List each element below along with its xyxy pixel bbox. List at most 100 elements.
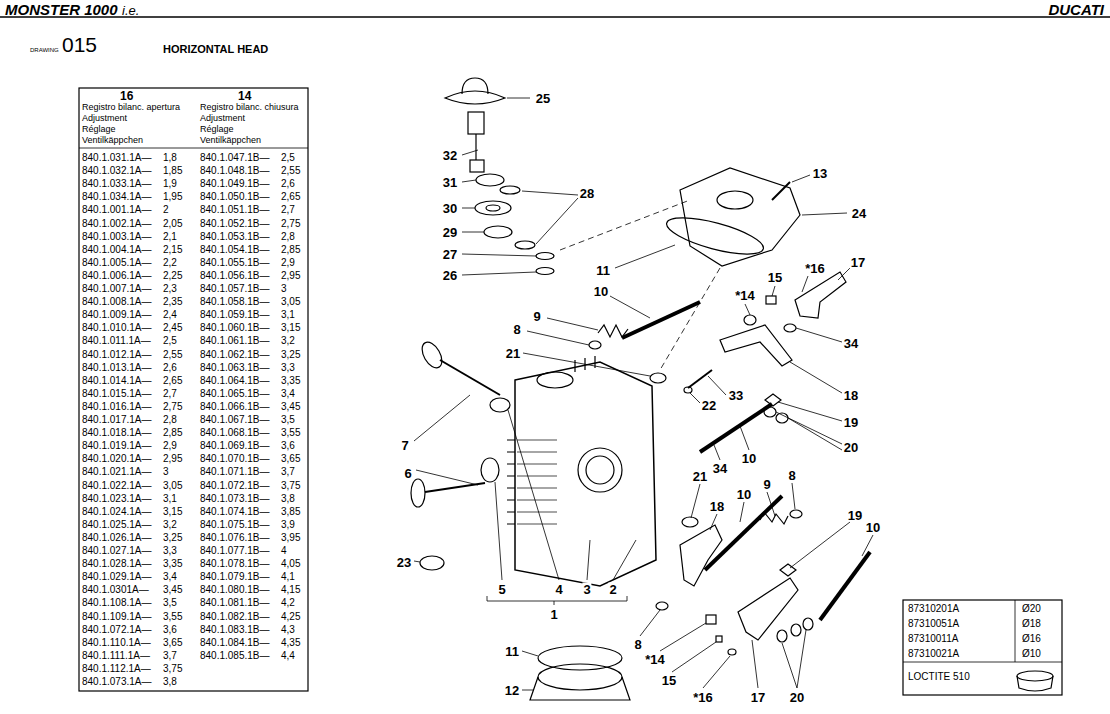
part-number: 840.1.010.1A— <box>82 323 152 333</box>
part-number: 840.1.003.1A— <box>82 232 152 242</box>
callout-number: 27 <box>442 248 458 261</box>
kit-part-number: 87310021A <box>908 649 959 659</box>
shim-size: 3,65 <box>281 454 300 464</box>
callout-number: 10 <box>593 285 609 298</box>
shim-size: 4,25 <box>281 612 300 622</box>
column-header: Adjustment <box>200 114 245 123</box>
shim-size: 2,6 <box>281 179 295 189</box>
part-number: 840.1.084.1B— <box>200 638 270 648</box>
shim-size: 2,25 <box>163 271 182 281</box>
part-number: 840.1.061.1B— <box>200 336 270 346</box>
part-number: 840.1.067.1B— <box>200 415 270 425</box>
shim-size: 3,6 <box>163 625 177 635</box>
part-number: 840.1.072.1B— <box>200 481 270 491</box>
shim-size: 4,2 <box>281 598 295 608</box>
part-number: 840.1.048.1B— <box>200 166 270 176</box>
part-number: 840.1.072.1A— <box>82 625 152 635</box>
shim-size: 3,75 <box>281 481 300 491</box>
shim-size: 4 <box>281 546 287 556</box>
shim-size: 3,2 <box>281 336 295 346</box>
part-number: 840.1.075.1B— <box>200 520 270 530</box>
part-number: 840.1.052.1B— <box>200 219 270 229</box>
part-number: 840.1.073.1A— <box>82 677 152 687</box>
shim-size: 3,05 <box>163 481 182 491</box>
shim-size: 2,55 <box>281 166 300 176</box>
column-header: Registro bilanc. apertura <box>82 103 180 112</box>
part-number: 840.1.012.1A— <box>82 350 152 360</box>
part-number: 840.1.065.1B— <box>200 389 270 399</box>
shim-size: 2,05 <box>163 219 182 229</box>
shim-size: 4,1 <box>281 572 295 582</box>
callout-number: 19 <box>847 509 863 522</box>
shim-size: 3,6 <box>281 441 295 451</box>
callout-number: *16 <box>692 691 714 704</box>
callout-number: 28 <box>579 187 595 200</box>
shim-size: 2,55 <box>163 350 182 360</box>
callout-number: 24 <box>851 207 867 220</box>
callout-number: 6 <box>403 467 412 480</box>
part-number: 840.1.077.1B— <box>200 546 270 556</box>
model-suffix: i.e. <box>122 4 139 17</box>
part-number: 840.1.110.1A— <box>82 638 151 648</box>
shim-size: 3,2 <box>163 520 177 530</box>
part-number: 840.1.076.1B— <box>200 533 270 543</box>
shim-size: 2,2 <box>163 258 177 268</box>
shim-size: 2,9 <box>281 258 295 268</box>
sealant-name: LOCTITE 510 <box>908 672 970 682</box>
callout-number: 31 <box>442 176 458 189</box>
shim-size: 2,45 <box>163 323 182 333</box>
shim-size: 3,9 <box>281 520 295 530</box>
column-header: Registro bilanc. chiusura <box>200 103 299 112</box>
shim-size: 3 <box>163 467 169 477</box>
shim-size: 3,3 <box>281 363 295 373</box>
shim-size: 2,5 <box>163 336 177 346</box>
part-number: 840.1.068.1B— <box>200 428 270 438</box>
part-number: 840.1.023.1A— <box>82 494 152 504</box>
shim-size: 3,15 <box>163 507 182 517</box>
shim-size: 2,65 <box>163 376 182 386</box>
shim-size: 2,7 <box>163 389 177 399</box>
drawing-number: 015 <box>62 34 97 55</box>
part-number: 840.1.112.1A— <box>82 664 151 674</box>
part-number: 840.1.108.1A— <box>82 598 152 608</box>
callout-number: 26 <box>442 269 458 282</box>
column-header: Ventilkäppchen <box>82 136 143 145</box>
part-number: 840.1.026.1A— <box>82 533 152 543</box>
part-number: 840.1.024.1A— <box>82 507 152 517</box>
part-number: 840.1.050.1B— <box>200 192 270 202</box>
part-number: 840.1.015.1A— <box>82 389 152 399</box>
kit-diameter: Ø10 <box>1022 649 1041 659</box>
kit-part-number: 87310051A <box>908 619 959 629</box>
shim-size: 1,85 <box>163 166 182 176</box>
shim-size: 2,15 <box>163 245 182 255</box>
callout-number: 5 <box>497 583 506 596</box>
callout-number: 25 <box>535 92 551 105</box>
part-number: 840.1.066.1B— <box>200 402 270 412</box>
part-number: 840.1.074.1B— <box>200 507 270 517</box>
shim-size: 2,65 <box>281 192 300 202</box>
part-number: 840.1.018.1A— <box>82 428 152 438</box>
shim-size: 2,85 <box>281 245 300 255</box>
column-number: 14 <box>238 90 251 102</box>
callout-number: 3 <box>582 583 591 596</box>
callout-number: 8 <box>633 638 642 651</box>
part-number: 840.1.029.1A— <box>82 572 152 582</box>
part-number: 840.1.060.1B— <box>200 323 270 333</box>
callout-number: 10 <box>865 521 881 534</box>
shim-size: 3,15 <box>281 323 300 333</box>
part-number: 840.1.025.1A— <box>82 520 152 530</box>
callout-number: 17 <box>850 256 866 269</box>
callout-number: 13 <box>812 167 828 180</box>
callout-number: 20 <box>843 441 859 454</box>
part-number: 840.1.008.1A— <box>82 297 152 307</box>
callout-number: 29 <box>442 226 458 239</box>
part-number: 840.1.006.1A— <box>82 271 152 281</box>
kit-diameter: Ø20 <box>1022 604 1041 614</box>
model-name: MONSTER 1000 <box>5 2 118 17</box>
part-number: 840.1.111.1A— <box>82 651 150 661</box>
callout-number: *14 <box>734 289 756 302</box>
part-number: 840.1.020.1A— <box>82 454 152 464</box>
callout-number: 8 <box>787 469 796 482</box>
shim-size: 2,35 <box>163 297 182 307</box>
callout-number: 10 <box>741 452 757 465</box>
